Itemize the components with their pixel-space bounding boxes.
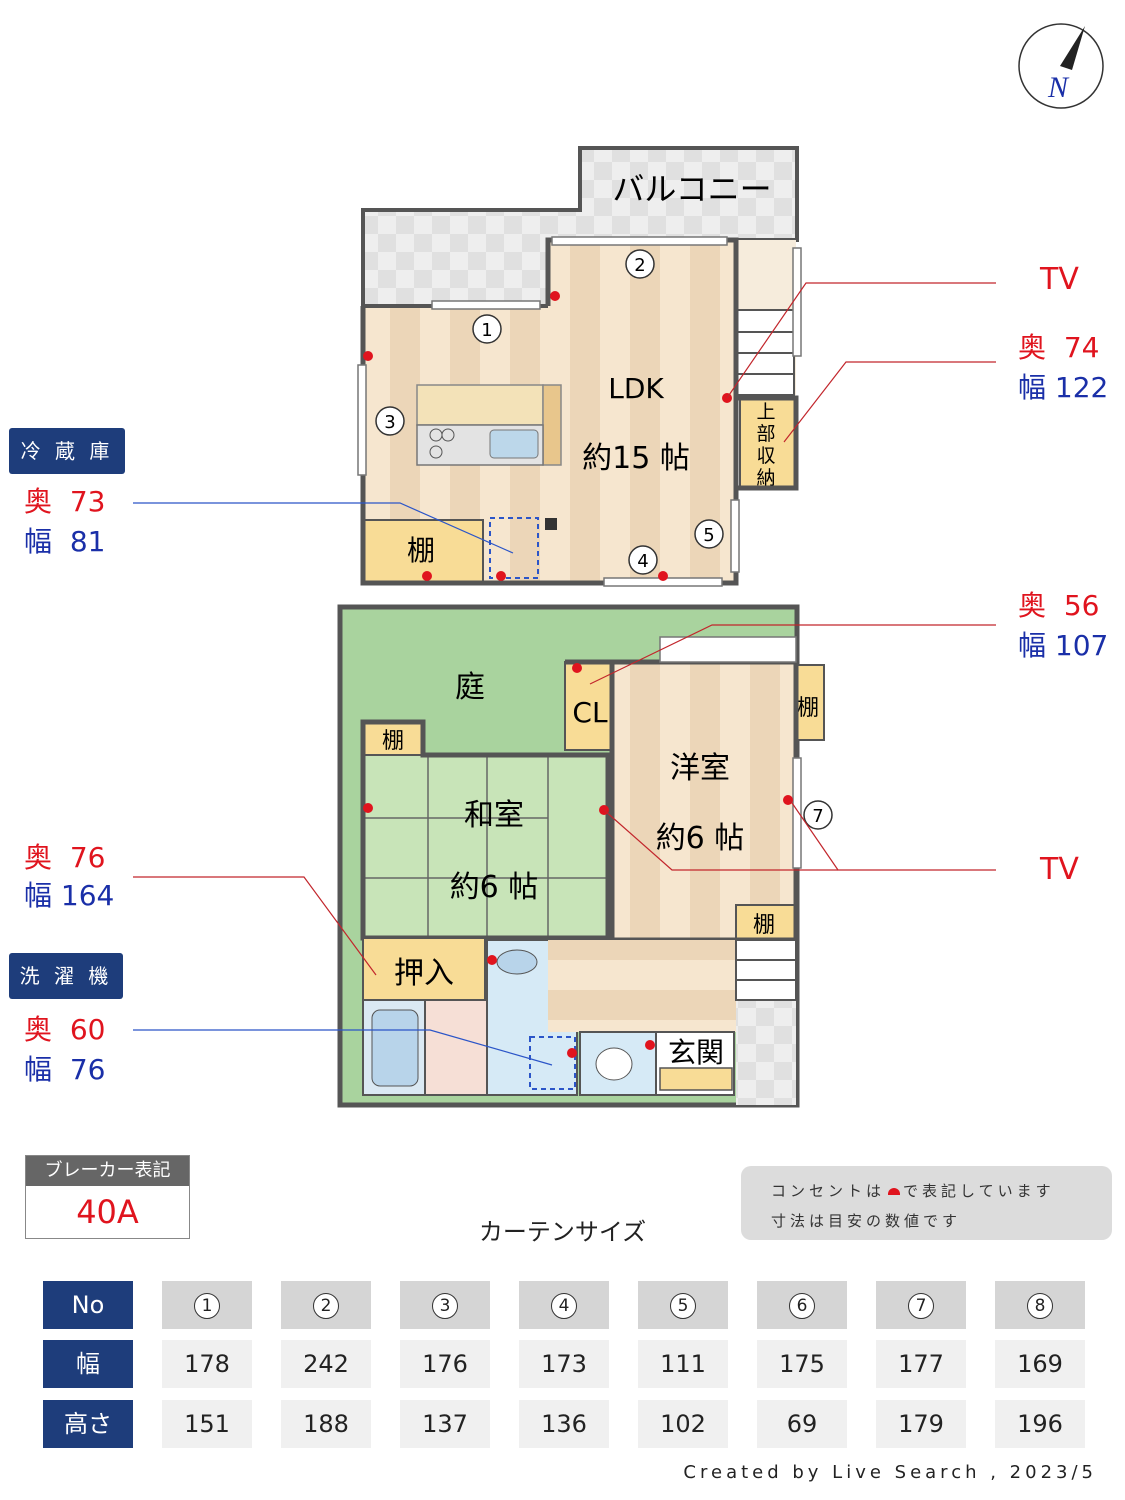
row-label-height: 高さ: [43, 1400, 133, 1448]
oshiire-label: 押入: [394, 956, 454, 991]
ldk-size-label: 約15 帖: [582, 441, 690, 476]
window-1-marker: 1: [481, 320, 492, 341]
curtain-height-cell: 136: [519, 1400, 609, 1448]
window-3-marker: 3: [384, 412, 395, 433]
ldk-label: LDK: [608, 372, 664, 405]
curtain-no-cell: 5: [638, 1281, 728, 1329]
youshitsu-size-label: 約6 帖: [656, 821, 745, 856]
youshitsu-tv-label: TV: [1040, 852, 1079, 887]
curtain-no-cell: 8: [995, 1281, 1085, 1329]
youshitsu-shelf2-label: 棚: [753, 913, 775, 938]
curtain-width-cell: 173: [519, 1340, 609, 1388]
curtain-height-cell: 102: [638, 1400, 728, 1448]
curtain-no-cell: 3: [400, 1281, 490, 1329]
cl-width: 幅 107: [1018, 629, 1109, 662]
credit-text: Created by Live Search , 2023/5: [683, 1462, 1097, 1483]
curtain-width-cell: 177: [876, 1340, 966, 1388]
curtain-no-cell: 2: [281, 1281, 371, 1329]
row-label-no: No: [43, 1281, 133, 1329]
washitsu-shelf-label: 棚: [382, 729, 404, 754]
outlet-icon: [888, 1188, 901, 1195]
ldk-shelf-label: 棚: [407, 534, 435, 567]
curtain-width-cell: 176: [400, 1340, 490, 1388]
legend-note: コンセントはで表記しています 寸法は目安の数値です: [741, 1166, 1112, 1240]
floor-plan: N バルコニー 上部収納 棚 LDK 約15 帖 1: [133, 23, 1104, 1108]
ldk-tv-label: TV: [1040, 262, 1079, 297]
upper-storage-label: 上部収納: [756, 401, 775, 489]
cl-depth: 奥 56: [1018, 589, 1100, 622]
washer-width: 幅 76: [24, 1053, 106, 1086]
window-2-marker: 2: [634, 255, 645, 276]
curtain-width-cell: 178: [162, 1340, 252, 1388]
curtain-width-cell: 175: [757, 1340, 847, 1388]
youshitsu-shelf-label: 棚: [797, 696, 819, 721]
curtain-width-cell: 111: [638, 1340, 728, 1388]
note-line-2: 寸法は目安の数値です: [771, 1212, 962, 1230]
row-label-width: 幅: [43, 1340, 133, 1388]
oshiire-width: 幅 164: [24, 879, 115, 912]
curtain-height-cell: 188: [281, 1400, 371, 1448]
curtain-height-cell: 196: [995, 1400, 1085, 1448]
note-line-1: コンセントはで表記しています: [771, 1182, 1055, 1200]
fridge-width: 幅 81: [24, 525, 106, 558]
curtain-height-cell: 151: [162, 1400, 252, 1448]
curtain-height-cell: 179: [876, 1400, 966, 1448]
breaker-value: 40A: [76, 1193, 139, 1231]
washitsu-size-label: 約6 帖: [450, 870, 539, 905]
curtain-title: カーテンサイズ: [478, 1218, 647, 1246]
ldk-width: 幅 122: [1018, 371, 1109, 404]
curtain-height-cell: 137: [400, 1400, 490, 1448]
washer-depth: 奥 60: [24, 1013, 106, 1046]
curtain-width-cell: 242: [281, 1340, 371, 1388]
genkan-label: 玄関: [668, 1036, 724, 1069]
curtain-no-cell: 1: [162, 1281, 252, 1329]
curtain-no-cell: 4: [519, 1281, 609, 1329]
ldk-depth: 奥 74: [1018, 331, 1100, 364]
breaker-box: ブレーカー表記 40A: [25, 1155, 190, 1239]
washitsu-label: 和室: [464, 798, 524, 833]
curtain-no-cell: 6: [757, 1281, 847, 1329]
balcony-label: バルコニー: [612, 170, 771, 208]
curtain-height-cell: 69: [757, 1400, 847, 1448]
washer-title: 洗 濯 機: [9, 953, 123, 999]
window-4-marker: 4: [637, 551, 648, 572]
oshiire-depth: 奥 76: [24, 841, 106, 874]
youshitsu-label: 洋室: [670, 751, 730, 786]
window-5-marker: 5: [703, 525, 714, 546]
compass-label: N: [1047, 71, 1070, 104]
fridge-depth: 奥 73: [24, 485, 106, 518]
curtain-no-cell: 7: [876, 1281, 966, 1329]
breaker-label: ブレーカー表記: [26, 1156, 189, 1186]
compass-icon: N: [1018, 23, 1104, 109]
garden-label: 庭: [455, 670, 485, 705]
outlet-markers: [363, 291, 793, 1058]
curtain-width-cell: 169: [995, 1340, 1085, 1388]
cl-label: CL: [572, 696, 608, 729]
window-7-marker: 7: [812, 806, 823, 827]
fridge-title: 冷 蔵 庫: [9, 428, 125, 474]
